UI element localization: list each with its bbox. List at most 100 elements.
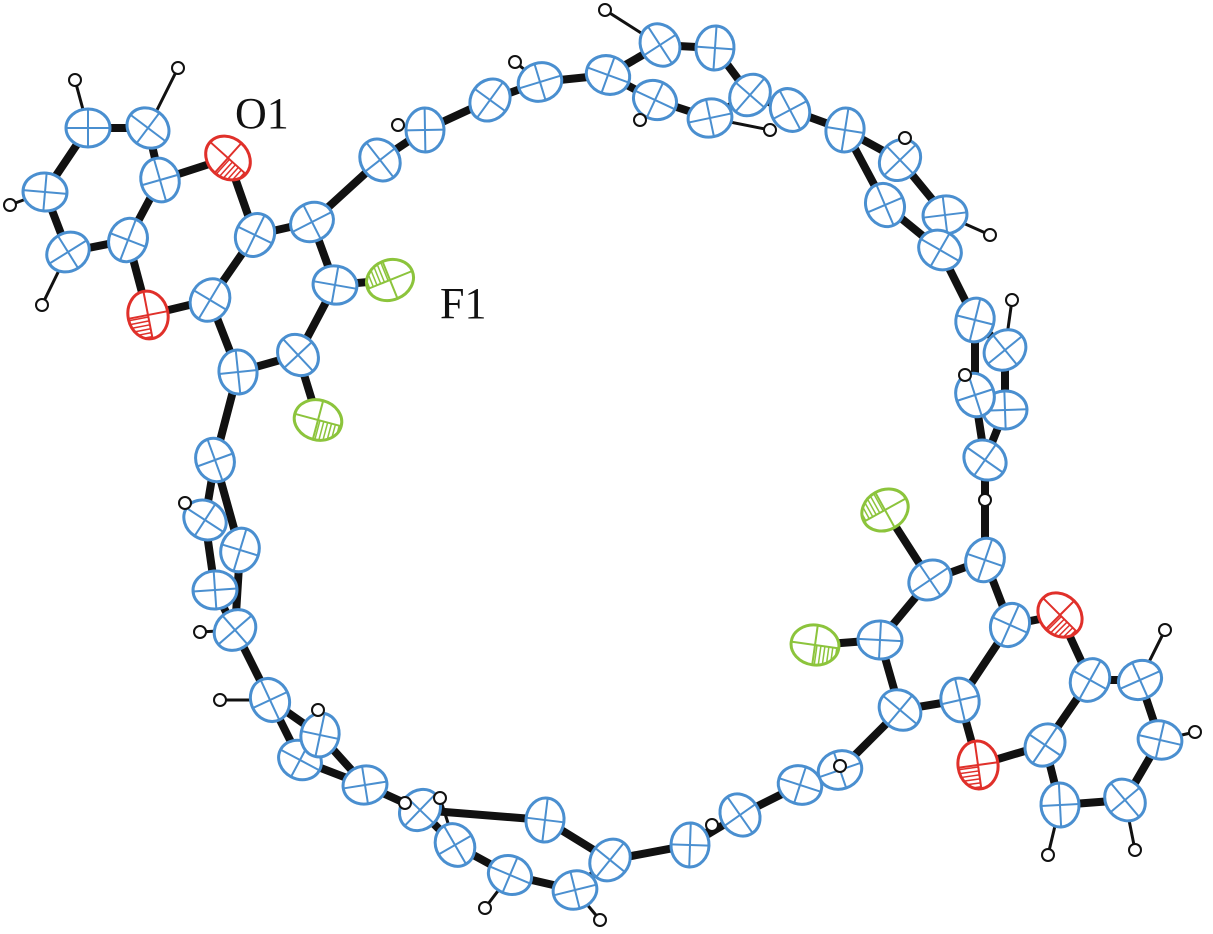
atom-ellipse-part [1057, 624, 1071, 637]
atom-ellipse-part [826, 126, 864, 134]
atom-ellipse-part [405, 128, 445, 132]
hydrogen-atom-6 [598, 3, 612, 17]
atom-d1 [584, 54, 632, 96]
atom-ellipse-part [128, 316, 149, 322]
atom-ellipse-part [821, 646, 826, 665]
atom-c4 [516, 61, 564, 103]
atom-ellipse-part [367, 274, 375, 288]
atom-d5 [686, 97, 734, 139]
atom-ellipse-part [1069, 630, 1077, 637]
atom-ellipse-part [474, 88, 506, 112]
atom-g4 [962, 438, 1008, 482]
atom-ellipse-part [866, 498, 877, 516]
atom-a5 [45, 230, 91, 274]
atom-ellipse-part [918, 563, 942, 597]
atom-ellipse-part [600, 56, 616, 94]
atom-ellipse-part [370, 269, 378, 286]
atom-i1 [1068, 657, 1112, 703]
atom-ellipse-part [376, 264, 386, 283]
hydrogen-atom-19 [705, 818, 719, 832]
atom-ellipse-part [526, 816, 564, 824]
atom-ellipse-part [533, 63, 547, 101]
atom-ellipse-part [237, 225, 273, 245]
atom-ellipse-part [1046, 615, 1062, 632]
atom-ellipse-part [878, 620, 882, 660]
atom-d2 [638, 22, 682, 68]
atom-a1 [64, 107, 112, 149]
atom-ellipse-part [834, 647, 838, 657]
atom-ellipse-part [941, 694, 979, 706]
atom-b1 [233, 212, 277, 258]
atom-ellipse-part [221, 543, 259, 557]
atom-ellipse-part [961, 774, 980, 779]
hydrogen-atom-0 [68, 73, 82, 87]
atom-ellipse-part [144, 335, 153, 339]
atom-ellipse-part [963, 778, 981, 782]
atom-ellipse-part [887, 694, 913, 726]
atom-ellipse-part [1131, 662, 1149, 698]
atom-g5 [954, 371, 996, 419]
atom-f2 [292, 398, 344, 442]
atom-ellipse-part [42, 172, 48, 212]
atom-ellipse-part [213, 142, 243, 174]
atom-l3 [248, 677, 292, 723]
hydrogen-atom-1 [171, 61, 185, 75]
atom-ellipse-part [134, 328, 151, 333]
atom-l4 [299, 711, 341, 759]
atom-ellipse-part [973, 786, 982, 789]
atom-ellipse-part [1050, 618, 1065, 634]
atom-ellipse-part [311, 400, 325, 440]
atom-ellipse-part [364, 147, 396, 173]
atom-b3 [311, 264, 359, 306]
atom-h3 [856, 619, 904, 661]
atom-ellipse-part [141, 173, 179, 187]
atom-ellipse-part [1072, 669, 1108, 691]
atom-h5 [939, 676, 981, 724]
atom-e5 [917, 228, 963, 272]
atom-b2 [289, 200, 335, 244]
atom-o1 [204, 134, 252, 182]
atom-a6 [21, 171, 69, 213]
atom-ellipse-part [811, 625, 819, 665]
atom-ellipse-part [226, 166, 239, 180]
atom-ellipse-part [438, 834, 472, 856]
hydrogen-atom-21 [478, 901, 492, 915]
hydrogen-atom-4 [391, 118, 405, 132]
atom-ellipse-part [695, 45, 735, 51]
atom-ellipse-part [1045, 600, 1075, 630]
atom-o4 [956, 739, 1000, 791]
atom-ellipse-part [867, 196, 903, 214]
atom-ellipse-part [886, 145, 914, 175]
atom-k4 [433, 822, 477, 868]
atom-k5 [524, 796, 566, 844]
atom-ellipse-part [646, 82, 664, 118]
atom-ellipse-part [326, 423, 333, 440]
atom-ellipse-part [643, 33, 677, 57]
atom-ellipse-part [128, 310, 168, 320]
atom-ellipse-part [959, 770, 979, 775]
atom-ellipse-part [57, 235, 79, 269]
atom-ellipse-part [830, 647, 834, 661]
atom-ellipse-part [874, 492, 896, 528]
atom-ellipse-part [992, 334, 1018, 366]
atom-k3 [486, 854, 534, 896]
hydrogen-atom-14 [1158, 623, 1172, 637]
hydrogen-atom-20 [593, 913, 607, 927]
atom-ellipse-part [302, 204, 322, 240]
atom-ellipse-part [231, 169, 242, 181]
atom-ellipse-part [1053, 621, 1068, 636]
atom-ellipse-part [212, 570, 218, 610]
atom-ellipse-part [817, 645, 822, 666]
hydrogen-atom-16 [1128, 843, 1142, 857]
hydrogen-atom-22 [433, 791, 447, 805]
atom-ellipse-part [331, 424, 337, 438]
atom-ellipse-part [1109, 787, 1141, 813]
atom-h4 [877, 688, 923, 732]
atom-k2 [551, 869, 599, 911]
atom-h6 [988, 601, 1032, 649]
atom-ellipse-part [135, 112, 161, 144]
atom-h2 [907, 558, 953, 602]
atom-a4 [107, 216, 149, 264]
atom-ellipse-part [941, 196, 949, 234]
atom-g2 [982, 328, 1028, 372]
